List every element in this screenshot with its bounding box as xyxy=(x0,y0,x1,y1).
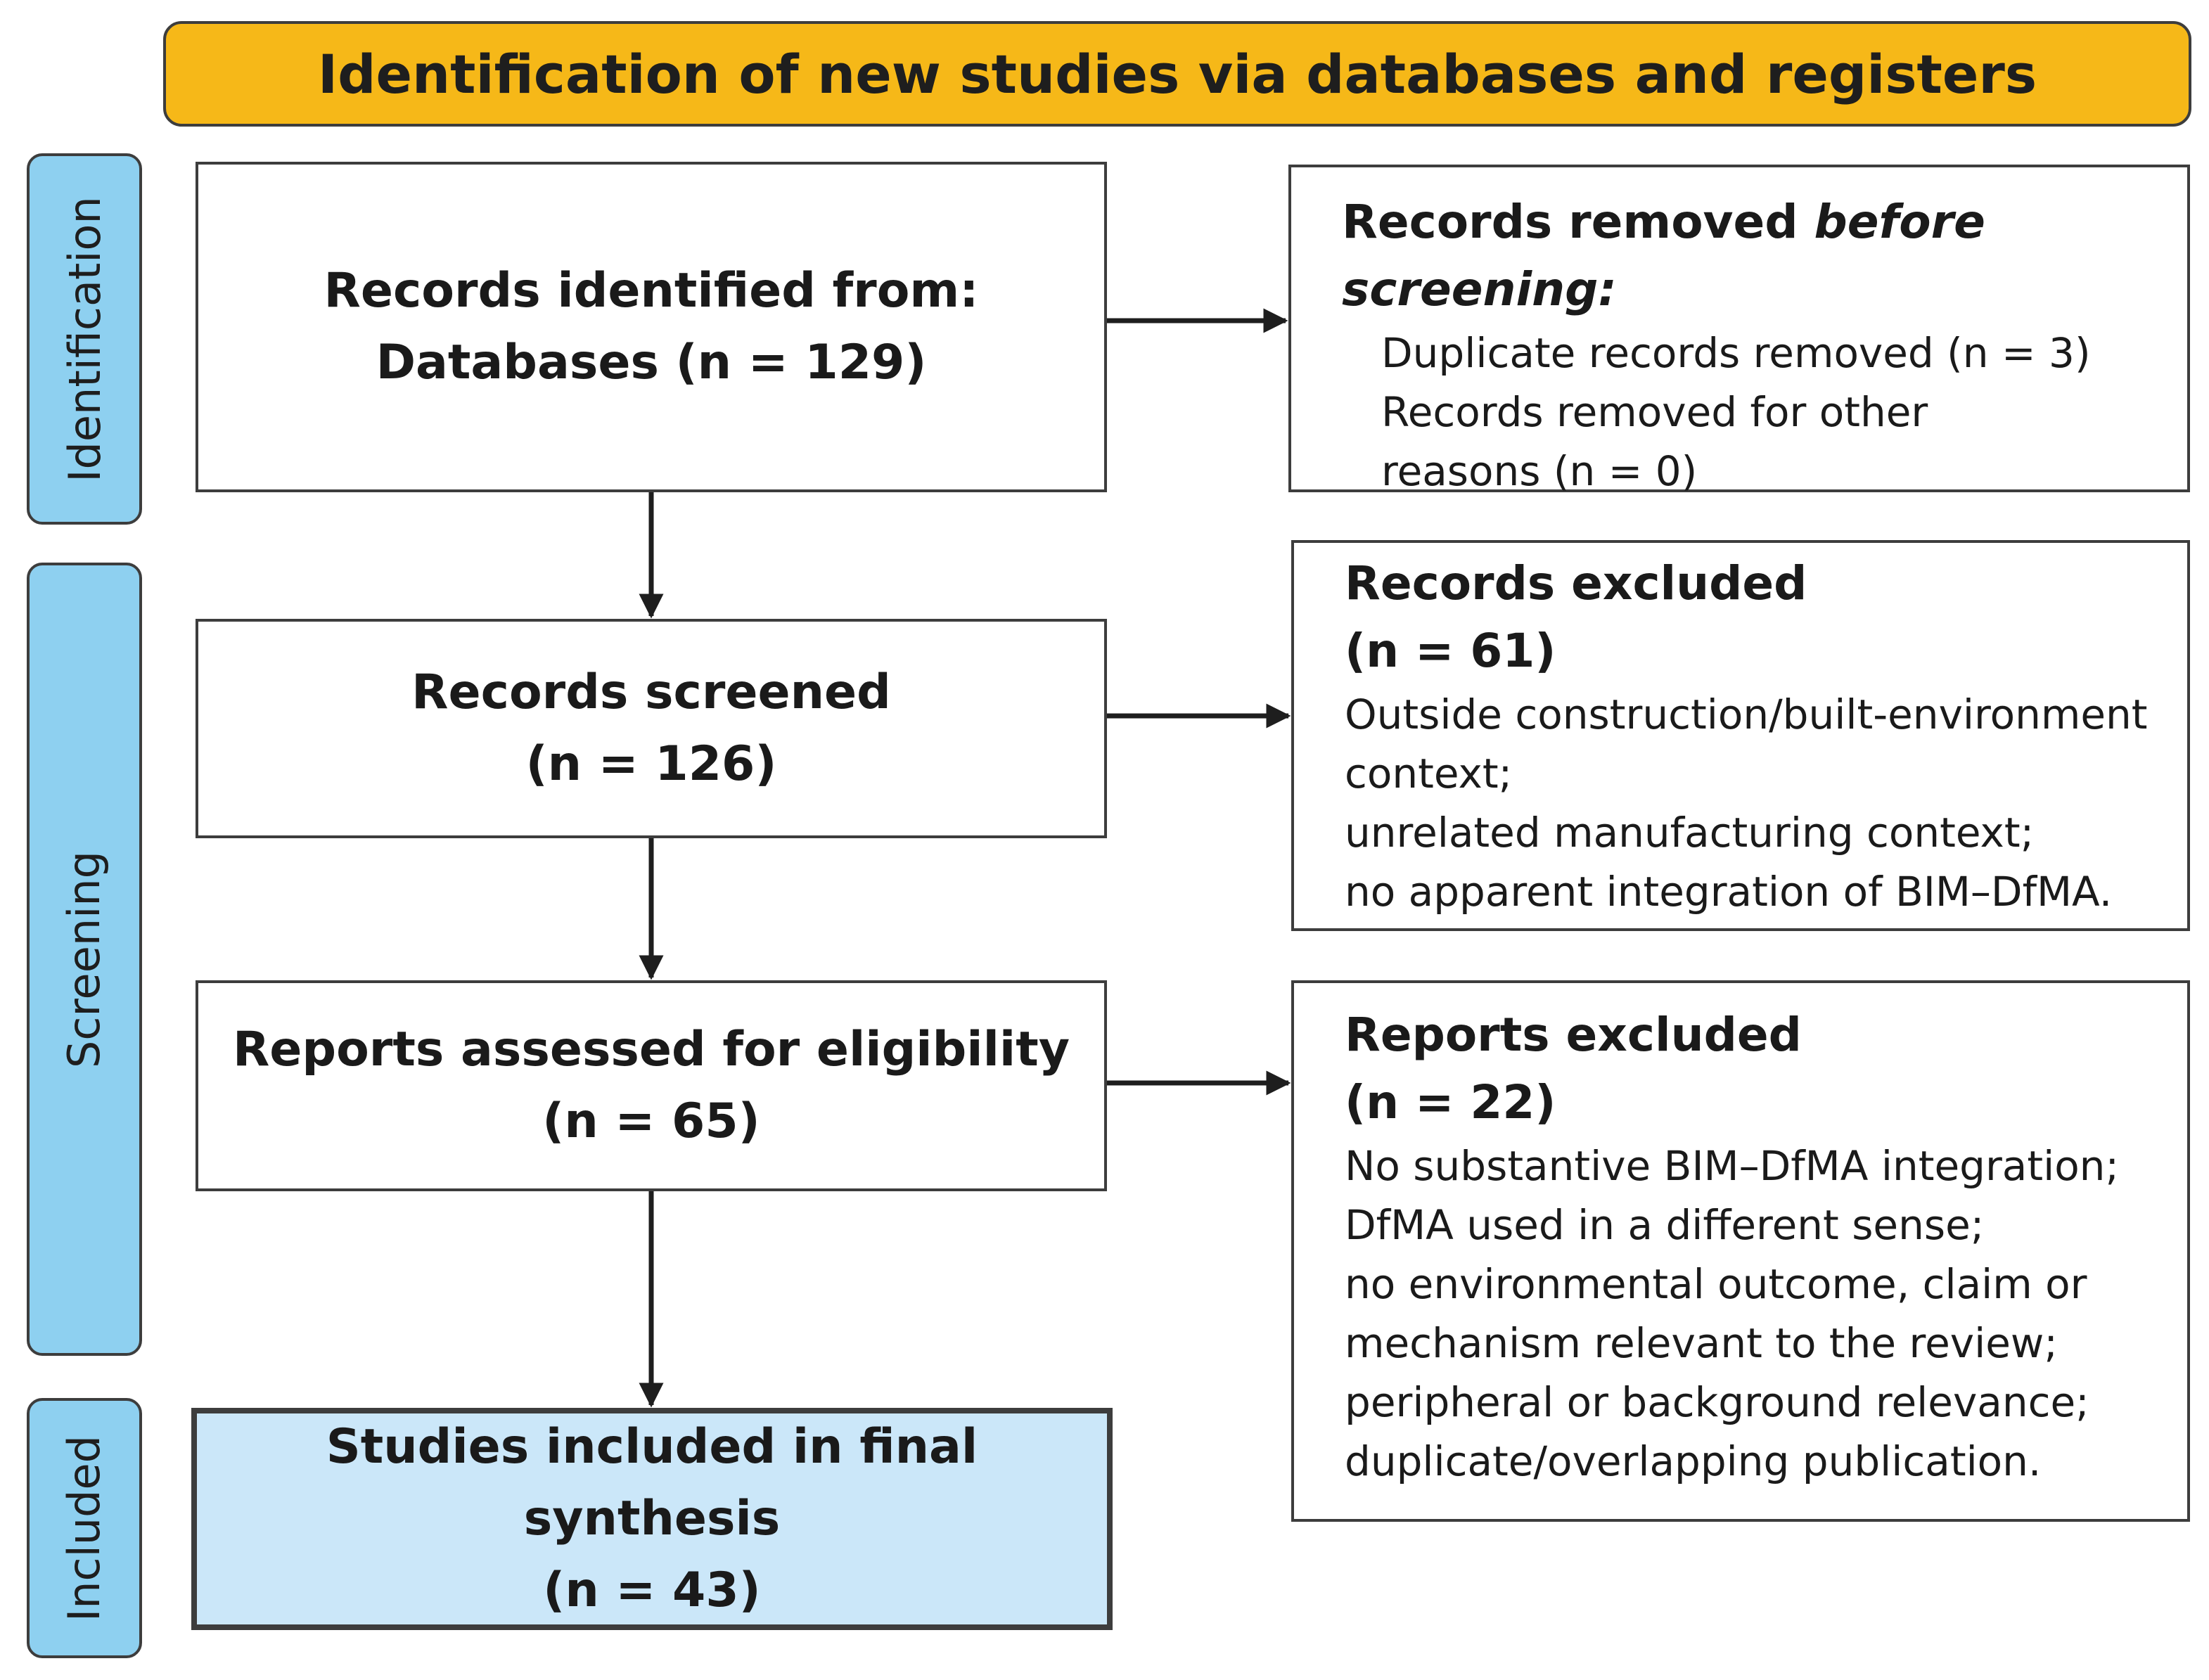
reports-excluded-reason: no environmental outcome, claim or xyxy=(1345,1260,2087,1308)
stage-included: Included xyxy=(27,1398,142,1658)
studies-included-line2: (n = 43) xyxy=(543,1563,761,1618)
reports-excluded-box: Reports excluded (n = 22) No substantive… xyxy=(1291,980,2190,1522)
records-identified-line1: Records identified from: xyxy=(324,263,979,319)
records-excluded-reason: context; xyxy=(1345,750,1513,797)
records-excluded-reason: no apparent integration of BIM–DfMA. xyxy=(1345,868,2113,916)
stage-identification: Identification xyxy=(27,153,142,525)
phase-banner: Identification of new studies via databa… xyxy=(163,21,2191,127)
stage-screening: Screening xyxy=(27,563,142,1356)
reports-assessed-line2: (n = 65) xyxy=(542,1094,760,1149)
studies-included-line1: Studies included in final synthesis xyxy=(326,1419,978,1546)
records-removed-title: Records removed before screening: xyxy=(1342,188,2187,323)
records-excluded-box: Records excluded (n = 61) Outside constr… xyxy=(1291,540,2190,931)
reports-assessed-box: Reports assessed for eligibility (n = 65… xyxy=(196,980,1107,1191)
records-identified-line2: Databases (n = 129) xyxy=(376,335,927,390)
records-removed-line: Duplicate records removed (n = 3) xyxy=(1381,329,2091,377)
records-removed-line: Records removed for other xyxy=(1381,388,1928,436)
records-removed-box: Records removed before screening: Duplic… xyxy=(1288,165,2190,495)
reports-excluded-reason: duplicate/overlapping publication. xyxy=(1345,1437,2042,1485)
records-screened-line2: (n = 126) xyxy=(525,736,777,792)
records-removed-line: reasons (n = 0) xyxy=(1381,447,1698,495)
records-excluded-count: (n = 61) xyxy=(1345,624,1556,678)
records-screened-box: Records screened (n = 126) xyxy=(196,619,1107,838)
records-removed-title-plain: Records removed xyxy=(1342,195,1814,249)
records-removed-title-italic: before screening: xyxy=(1342,195,1985,316)
reports-excluded-count: (n = 22) xyxy=(1345,1075,1556,1129)
reports-excluded-title: Reports excluded xyxy=(1345,1008,1802,1062)
records-excluded-reason: unrelated manufacturing context; xyxy=(1345,809,2035,857)
studies-included-box: Studies included in final synthesis (n =… xyxy=(191,1408,1113,1630)
reports-excluded-reason: DfMA used in a different sense; xyxy=(1345,1201,1985,1249)
records-identified-box: Records identified from: Databases (n = … xyxy=(196,162,1107,492)
records-excluded-reason: Outside construction/built-environment xyxy=(1345,691,2148,738)
records-excluded-title: Records excluded xyxy=(1345,556,1807,610)
reports-excluded-reason: No substantive BIM–DfMA integration; xyxy=(1345,1142,2119,1190)
records-screened-line1: Records screened xyxy=(411,665,891,720)
reports-assessed-line1: Reports assessed for eligibility xyxy=(232,1022,1070,1077)
reports-excluded-reason: peripheral or background relevance; xyxy=(1345,1378,2089,1426)
reports-excluded-reason: mechanism relevant to the review; xyxy=(1345,1319,2058,1367)
